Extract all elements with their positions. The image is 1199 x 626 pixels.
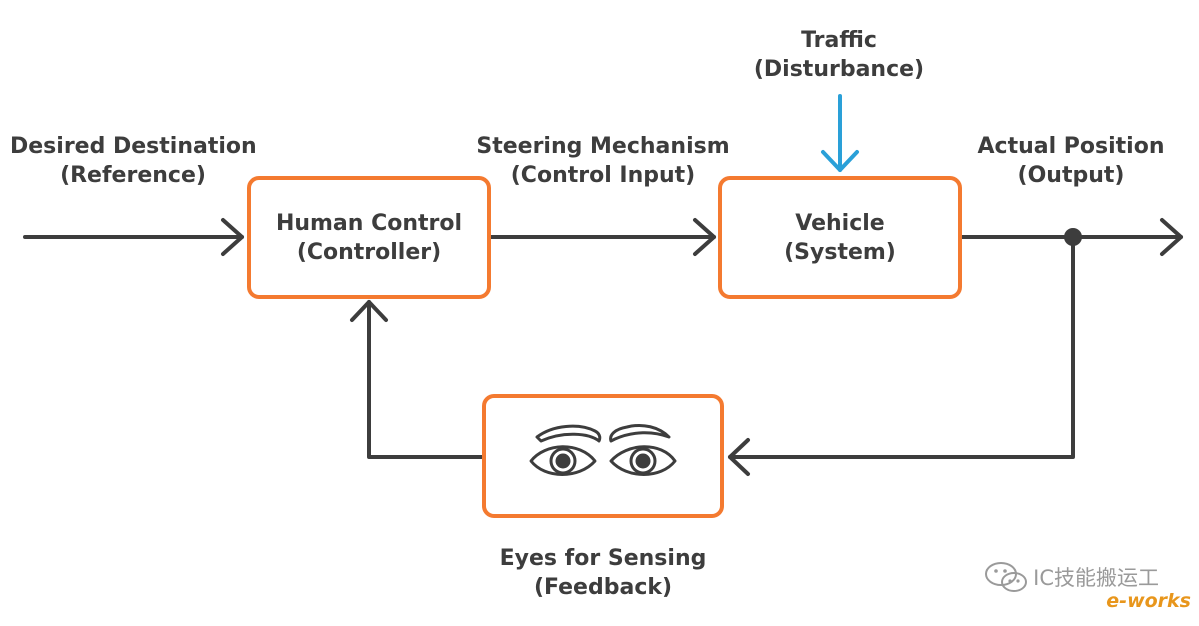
sensor-label: Eyes for Sensing (Feedback) [499,546,707,600]
eworks-text: e-works [1106,590,1191,612]
disturbance-label: Traffic (Disturbance) [753,28,925,82]
feedback-arrowhead-into-sensor [728,438,750,476]
feedback-line-down [728,235,1075,459]
system-block: Vehicle (System) [718,176,962,299]
reference-arrowhead [221,218,244,256]
watermark: IC技能搬运工 [983,560,1159,594]
reference-label: Desired Destination (Reference) [10,134,257,188]
control-input-label: Steering Mechanism (Control Input) [476,134,730,188]
feedback-arrowhead-into-controller [350,300,388,322]
output-label: Actual Position (Output) [977,134,1165,188]
wechat-icon [985,562,1028,592]
eyes-icon [529,423,677,476]
branch-point [1064,228,1082,246]
watermark-text: IC技能搬运工 [1033,566,1159,590]
sensor-block [482,394,724,518]
feedback-line-up [367,300,484,459]
disturbance-arrowhead [821,150,859,172]
output-arrowhead [1160,218,1183,256]
controller-block: Human Control (Controller) [247,176,491,299]
eworks-logo: e-works [1106,590,1191,612]
control-input-arrowhead [693,218,716,256]
